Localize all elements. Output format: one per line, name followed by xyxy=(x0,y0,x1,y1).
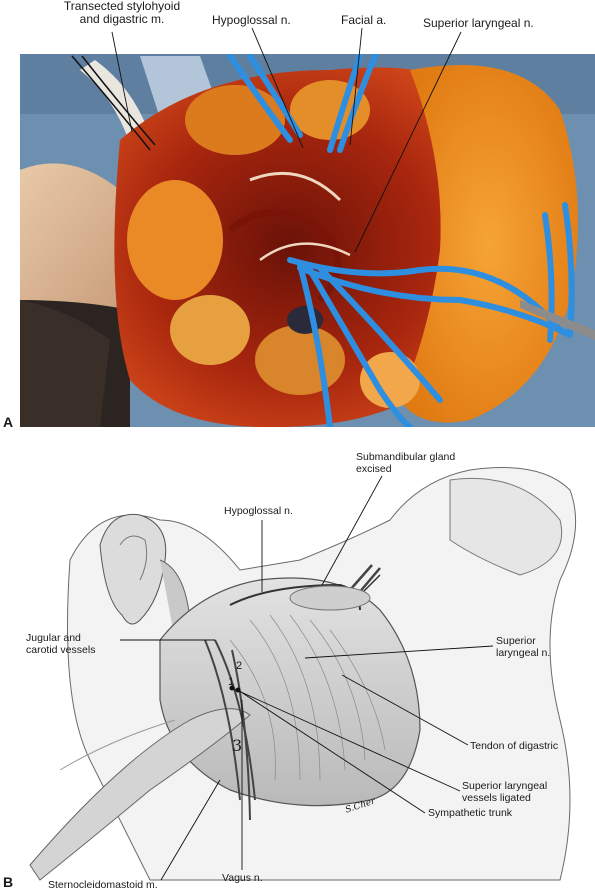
label-submandibular-gland: Submandibular gland excised xyxy=(356,451,455,475)
label-superior-laryngeal-line2: laryngeal n. xyxy=(496,647,551,659)
label-sternocleidomastoid: Sternocleidomastoid m. xyxy=(48,879,158,891)
illus-number-2: 2 xyxy=(236,660,243,672)
label-superior-laryngeal-line1: Superior xyxy=(496,635,536,647)
label-vagus: Vagus n. xyxy=(222,872,263,884)
label-transected-stylohyoid: Transected stylohyoid and digastric m. xyxy=(52,0,192,26)
illus-number-1: 1 xyxy=(228,676,235,688)
label-transected-line2: and digastric m. xyxy=(79,12,165,26)
panel-a-letter: A xyxy=(3,414,14,430)
label-jugular-line1: Jugular and xyxy=(26,632,81,644)
panel-b-letter: B xyxy=(3,874,14,890)
label-tendon-digastric: Tendon of digastric xyxy=(470,740,559,752)
label-sup-lar-vessels-line2: vessels ligated xyxy=(462,792,531,804)
label-submandibular-line2: excised xyxy=(356,463,392,475)
label-superior-laryngeal-vessels: Superior laryngeal vessels ligated xyxy=(462,780,547,804)
label-transected-line1: Transected stylohyoid xyxy=(63,0,181,13)
label-superior-laryngeal-a: Superior laryngeal n. xyxy=(423,16,534,30)
label-sup-lar-vessels-line1: Superior laryngeal xyxy=(462,780,548,792)
label-jugular-line2: carotid vessels xyxy=(26,644,96,656)
label-hypoglossal-b: Hypoglossal n. xyxy=(224,505,293,517)
label-facial-artery: Facial a. xyxy=(341,13,387,27)
label-sympathetic-trunk: Sympathetic trunk xyxy=(428,807,513,819)
label-submandibular-line1: Submandibular gland xyxy=(356,451,456,463)
illus-number-3: 3 xyxy=(232,736,243,755)
label-hypoglossal-a: Hypoglossal n. xyxy=(212,13,291,27)
label-jugular-carotid: Jugular and carotid vessels xyxy=(26,632,95,656)
label-superior-laryngeal-b: Superior laryngeal n. xyxy=(496,635,550,659)
